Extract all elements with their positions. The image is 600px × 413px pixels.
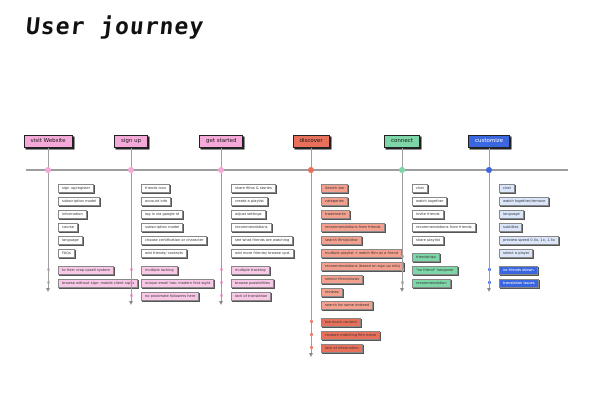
stage-label-5: connect	[384, 135, 420, 148]
journey-card: subscription model	[141, 223, 184, 232]
journey-lane	[221, 173, 222, 302]
stage-stem	[221, 148, 222, 169]
stage-label-2: sign up	[114, 135, 149, 148]
journey-card: add friends/ contacts	[141, 249, 187, 258]
stage-label-4: discover	[292, 135, 330, 148]
journey-card: account info	[141, 197, 172, 206]
journey-card: recommendations	[231, 223, 272, 232]
pain-point-card: translation issues	[499, 279, 539, 288]
stage-node	[128, 167, 134, 173]
pain-point-card: no proximate followers here	[141, 292, 200, 301]
journey-card: subtitles	[499, 223, 523, 232]
journey-card: watch together	[412, 197, 448, 206]
journey-card: watch together/remove	[499, 197, 550, 206]
journey-card: information	[58, 210, 87, 219]
journey-card: recommendations (based on sign up info)	[321, 262, 405, 271]
journey-lane	[311, 173, 312, 354]
journey-card: see what friends are watching	[231, 236, 294, 245]
journey-card: similar films/shows	[321, 275, 364, 284]
journey-card: chat	[412, 184, 428, 193]
journey-card: Search bar	[321, 184, 349, 193]
stage-label-1: visit Website	[23, 135, 73, 148]
journey-lane	[131, 173, 132, 302]
journey-card: sign up/register	[58, 184, 95, 193]
journey-card: add more friends/ browse upd.	[231, 249, 295, 258]
journey-card: choose certification or character	[141, 236, 208, 245]
journey-card: select a player	[499, 249, 534, 258]
page-title: User journey	[24, 14, 206, 40]
lane-arrow-icon	[400, 288, 404, 292]
pain-point-card: multiple tracking	[231, 266, 270, 275]
pain-point-card: random matching film name	[321, 331, 381, 340]
stage-label-6: customize	[468, 135, 511, 148]
lane-arrow-icon	[219, 301, 223, 305]
stage-stem	[48, 148, 49, 169]
lane-arrow-icon	[309, 353, 313, 357]
timeline-axis	[26, 169, 568, 171]
stage-node	[218, 167, 224, 173]
journey-card: friends icon	[141, 184, 170, 193]
journey-card: categories	[321, 197, 348, 206]
stage-stem	[489, 148, 490, 169]
pain-point-card: browse possibilities	[231, 279, 275, 288]
stage-node	[45, 167, 51, 173]
journey-lane	[489, 173, 490, 289]
journey-card: search film/author	[321, 236, 362, 245]
journey-card: multiple playlist + watch film w/ a frie…	[321, 249, 402, 258]
stage-node	[486, 167, 492, 173]
journey-card: language	[499, 210, 524, 219]
journey-card: adjust settings	[231, 210, 266, 219]
stage-label-3: get started	[199, 135, 244, 148]
pain-point-card: lack of information	[321, 344, 363, 353]
pain-point-card: recommendation	[412, 279, 451, 288]
pain-point-card: multiple locking	[141, 266, 178, 275]
pain-point-card: browse without sign: mobile client signs	[58, 279, 139, 288]
pain-point-card: too much content	[321, 318, 361, 327]
journey-card: invite friends	[412, 210, 444, 219]
journey-card: course	[58, 223, 79, 232]
journey-card: search for some indexed	[321, 301, 374, 310]
journey-card: reviews	[321, 288, 343, 297]
lane-arrow-icon	[487, 288, 491, 292]
lane-arrow-icon	[129, 301, 133, 305]
journey-card: language	[58, 236, 83, 245]
pain-point-card: to free: crop upsell system	[58, 266, 114, 275]
journey-card: share films & stories	[231, 184, 276, 193]
stage-stem	[311, 148, 312, 169]
journey-lane	[402, 173, 403, 289]
pain-point-card: lack of translation	[231, 292, 272, 301]
journey-card: recommendations from friends	[321, 223, 385, 232]
stage-stem	[131, 148, 132, 169]
lane-arrow-icon	[46, 288, 50, 292]
journey-card: create a playlist	[231, 197, 268, 206]
journey-card: log in via google id	[141, 210, 184, 219]
journey-card: trademarks	[321, 210, 350, 219]
stage-node	[399, 167, 405, 173]
journey-card: subscription model	[58, 197, 101, 206]
stage-node	[308, 167, 314, 173]
journey-card: FAQs	[58, 249, 75, 258]
journey-card: recommendations from friends	[412, 223, 476, 232]
stage-stem	[402, 148, 403, 169]
journey-card: preview speed 0.5x, 1x, 1.5x	[499, 236, 559, 245]
pain-point-card: unique email has: modern first sight	[141, 279, 215, 288]
journey-card: share playlist	[412, 236, 444, 245]
pain-point-card: no friends shown	[499, 266, 538, 275]
pain-point-card: friendships	[412, 253, 440, 262]
journey-lane	[48, 173, 49, 289]
journey-card: chat	[499, 184, 515, 193]
pain-point-card: "no friend" hangover	[412, 266, 458, 275]
